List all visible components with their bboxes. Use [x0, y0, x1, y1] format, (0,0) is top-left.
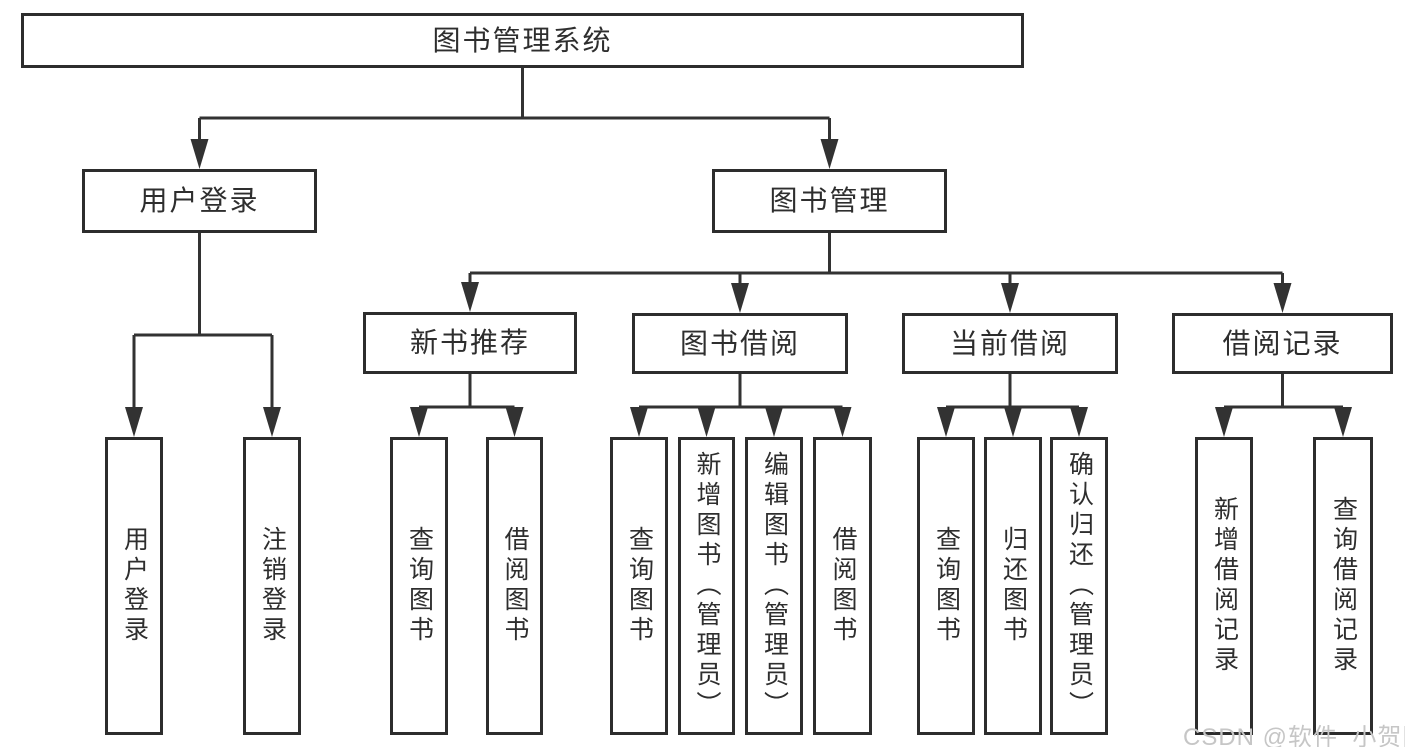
- arrowhead-icon: [1001, 283, 1019, 313]
- node-leaf-bb-query: 查询图书: [610, 437, 668, 735]
- arrowhead-icon: [125, 407, 143, 437]
- arrowhead-icon: [765, 407, 783, 437]
- node-label: 查询图书: [625, 526, 654, 646]
- node-label: 新书推荐: [409, 327, 530, 358]
- node-label: 当前借阅: [949, 327, 1070, 359]
- arrowhead-icon: [505, 407, 524, 437]
- node-leaf-nbr-query: 查询图书: [390, 437, 448, 735]
- node-current-borrow: 当前借阅: [902, 313, 1118, 374]
- node-label: 编辑图书（管理员）: [760, 451, 789, 721]
- arrowhead-icon: [731, 283, 749, 313]
- node-label: 注销登录: [258, 526, 287, 646]
- node-label: 查询图书: [405, 526, 434, 646]
- arrowhead-icon: [190, 139, 209, 169]
- node-label: 图书管理: [769, 185, 890, 216]
- node-root: 图书管理系统: [21, 13, 1024, 68]
- node-new-book-rec: 新书推荐: [363, 312, 577, 374]
- node-label: 新增图书（管理员）: [693, 451, 721, 721]
- node-leaf-user-login: 用户登录: [105, 437, 163, 735]
- node-label: 确认归还（管理员）: [1065, 451, 1094, 721]
- arrowhead-icon: [461, 282, 479, 312]
- node-label: 新增借阅记录: [1210, 496, 1239, 676]
- node-leaf-cb-return: 归还图书: [984, 437, 1042, 735]
- arrowhead-icon: [937, 407, 955, 437]
- node-label: 查询图书: [932, 526, 961, 646]
- node-leaf-bb-edit: 编辑图书（管理员）: [745, 437, 803, 735]
- arrowhead-icon: [1215, 407, 1233, 437]
- arrowhead-icon: [1334, 407, 1352, 437]
- node-leaf-br-add: 新增借阅记录: [1195, 437, 1253, 735]
- node-label: 归还图书: [999, 526, 1028, 646]
- arrowhead-icon: [820, 139, 839, 169]
- node-label: 用户登录: [139, 185, 260, 216]
- node-borrow-records: 借阅记录: [1172, 313, 1393, 374]
- node-label: 图书借阅: [679, 327, 800, 359]
- node-book-borrow: 图书借阅: [632, 313, 848, 374]
- node-leaf-cb-confirm: 确认归还（管理员）: [1050, 437, 1108, 735]
- node-book-mgmt: 图书管理: [712, 169, 947, 233]
- arrowhead-icon: [833, 407, 852, 437]
- arrowhead-icon: [1004, 407, 1022, 437]
- node-leaf-nbr-borrow: 借阅图书: [486, 437, 543, 735]
- node-user-login: 用户登录: [82, 169, 317, 233]
- arrowhead-icon: [1070, 407, 1088, 437]
- node-label: 用户登录: [120, 526, 149, 646]
- arrowhead-icon: [697, 407, 716, 437]
- node-label: 查询借阅记录: [1329, 496, 1358, 676]
- node-leaf-br-query: 查询借阅记录: [1313, 437, 1373, 735]
- watermark: CSDN @软件_小贺同学: [1183, 724, 1405, 747]
- node-label: 借阅图书: [501, 526, 529, 646]
- node-leaf-cb-query: 查询图书: [917, 437, 975, 735]
- arrowhead-icon: [630, 407, 648, 437]
- node-label: 图书管理系统: [432, 24, 613, 56]
- node-leaf-bb-borrow: 借阅图书: [813, 437, 872, 735]
- node-label: 借阅记录: [1222, 327, 1343, 359]
- node-leaf-bb-add: 新增图书（管理员）: [678, 437, 735, 735]
- arrowhead-icon: [410, 407, 428, 437]
- arrowhead-icon: [1273, 283, 1292, 313]
- arrowhead-icon: [263, 407, 281, 437]
- node-label: 借阅图书: [829, 526, 857, 646]
- node-leaf-logout: 注销登录: [243, 437, 301, 735]
